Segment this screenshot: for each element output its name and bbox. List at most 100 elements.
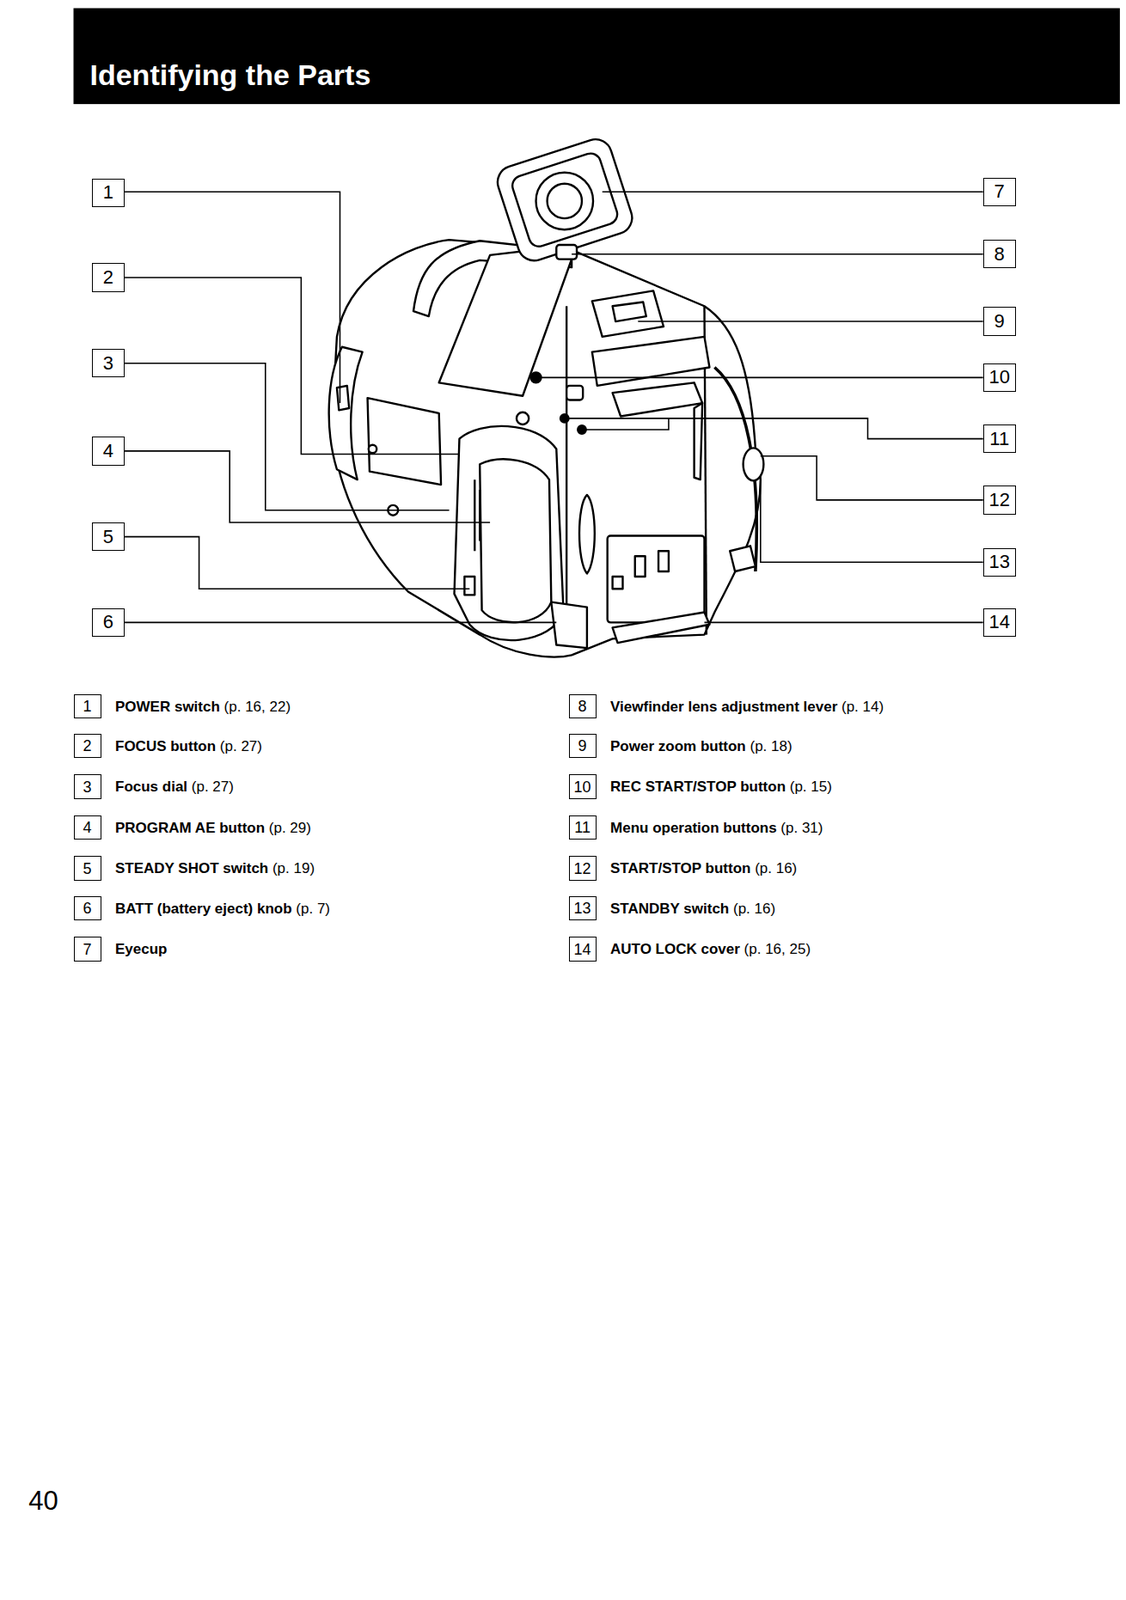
part-name: Viewfinder lens adjustment lever (p. 14) xyxy=(610,695,884,721)
callout-number: 4 xyxy=(103,441,114,461)
callout-number: 8 xyxy=(578,698,588,715)
leader-lines xyxy=(124,191,984,623)
part-name: BATT (battery eject) knob (p. 7) xyxy=(115,897,331,923)
callout-number: 3 xyxy=(103,354,114,374)
part-list-item: 10REC START/STOP button (p. 15) xyxy=(569,774,597,800)
callout-number: 7 xyxy=(994,182,1005,202)
title-band xyxy=(73,8,1120,105)
part-list-item: 14AUTO LOCK cover (p. 16, 25) xyxy=(569,936,597,962)
part-name-bold: AUTO LOCK cover xyxy=(610,941,741,958)
callout-number: 1 xyxy=(83,698,92,715)
callout-box: 10 xyxy=(983,363,1016,392)
page-reference: (p. 29) xyxy=(264,820,312,837)
camcorder-body xyxy=(329,134,765,657)
part-name-bold: STANDBY switch xyxy=(610,900,729,918)
part-list-item: 12START/STOP button (p. 16) xyxy=(569,856,597,882)
callout-number: 8 xyxy=(994,244,1005,264)
page-reference: (p. 7) xyxy=(292,900,331,918)
part-list-item: 8Viewfinder lens adjustment lever (p. 14… xyxy=(569,694,597,720)
callout-box: 14 xyxy=(983,608,1016,637)
callout-box: 13 xyxy=(983,548,1016,577)
part-name: START/STOP button (p. 16) xyxy=(610,856,797,882)
part-name-bold: POWER switch xyxy=(115,698,221,716)
callout-number: 3 xyxy=(83,779,92,796)
page-reference: (p. 16) xyxy=(728,900,776,918)
part-list-item: 2FOCUS button (p. 27) xyxy=(73,734,102,759)
part-name-bold: REC START/STOP button xyxy=(610,778,786,796)
page-reference: (p. 31) xyxy=(777,820,824,837)
callout-box: 8 xyxy=(983,239,1016,269)
callout-box: 9 xyxy=(983,306,1016,336)
callout-box: 2 xyxy=(91,263,125,292)
part-name-bold: STEADY SHOT switch xyxy=(115,860,269,877)
callout-number: 2 xyxy=(103,268,114,288)
callout-box: 6 xyxy=(91,608,125,637)
callout-number: 12 xyxy=(988,490,1010,510)
part-list-item: 7Eyecup xyxy=(73,936,102,962)
part-list-item: 4PROGRAM AE button (p. 29) xyxy=(73,815,102,841)
part-name-bold: Menu operation buttons xyxy=(610,820,778,837)
callout-number: 10 xyxy=(988,367,1010,387)
page-reference: (p. 27) xyxy=(215,738,263,755)
part-name: STEADY SHOT switch (p. 19) xyxy=(115,856,315,882)
callout-number: 12 xyxy=(574,861,592,877)
part-name-bold: BATT (battery eject) knob xyxy=(115,900,293,918)
callout-number: 2 xyxy=(83,738,92,754)
part-name-bold: START/STOP button xyxy=(610,860,751,877)
part-list-item: 6BATT (battery eject) knob (p. 7) xyxy=(73,896,102,922)
callout-number: 6 xyxy=(103,612,114,632)
callout-number: 13 xyxy=(988,552,1010,572)
part-name: STANDBY switch (p. 16) xyxy=(610,897,776,923)
callout-box: 11 xyxy=(983,424,1016,453)
callout-number: 10 xyxy=(574,779,592,796)
part-name: REC START/STOP button (p. 15) xyxy=(610,775,833,801)
callout-box: 4 xyxy=(91,436,125,466)
part-name-bold: PROGRAM AE button xyxy=(115,820,265,837)
part-name: PROGRAM AE button (p. 29) xyxy=(115,816,312,842)
part-name: AUTO LOCK cover (p. 16, 25) xyxy=(610,937,811,963)
callout-number: 1 xyxy=(103,183,114,202)
page-reference: (p. 14) xyxy=(837,698,884,716)
callout-number: 6 xyxy=(83,900,92,917)
callout-number: 11 xyxy=(989,429,1010,449)
callout-number: 14 xyxy=(988,612,1010,632)
part-name-bold: Viewfinder lens adjustment lever xyxy=(610,698,838,716)
callout-box: 3 xyxy=(91,348,125,378)
callout-box: 5 xyxy=(91,522,125,551)
page-reference: (p. 16, 22) xyxy=(220,698,291,716)
page-title: Identifying the Parts xyxy=(90,50,372,100)
part-list-item: 13STANDBY switch (p. 16) xyxy=(569,896,597,922)
callout-number: 7 xyxy=(83,942,92,958)
part-name-bold: Focus dial xyxy=(115,778,188,796)
callout-number: 11 xyxy=(574,820,591,836)
part-name: Menu operation buttons (p. 31) xyxy=(610,816,823,842)
part-name-bold: FOCUS button xyxy=(115,738,216,755)
callout-number: 9 xyxy=(994,312,1005,331)
callout-number: 13 xyxy=(574,900,592,917)
part-list-item: 11Menu operation buttons (p. 31) xyxy=(569,815,597,841)
part-name: FOCUS button (p. 27) xyxy=(115,734,263,760)
page-reference: (p. 18) xyxy=(746,738,793,755)
page-reference: (p. 27) xyxy=(187,778,234,796)
callout-box: 1 xyxy=(91,178,125,208)
page-reference: (p. 16) xyxy=(750,860,797,877)
part-name-bold: Eyecup xyxy=(115,941,167,958)
page-reference: (p. 16, 25) xyxy=(740,941,811,958)
part-name: Power zoom button (p. 18) xyxy=(610,734,793,760)
part-name: Eyecup xyxy=(115,937,167,963)
callout-number: 5 xyxy=(103,527,114,547)
part-list-item: 3Focus dial (p. 27) xyxy=(73,774,102,800)
page-number: 40 xyxy=(28,1486,58,1518)
part-list-item: 9Power zoom button (p. 18) xyxy=(569,734,597,759)
page-reference: (p. 15) xyxy=(785,778,833,796)
callout-number: 14 xyxy=(574,942,592,958)
page-reference: (p. 19) xyxy=(268,860,315,877)
callout-box: 7 xyxy=(983,177,1016,207)
part-name-bold: Power zoom button xyxy=(610,738,747,755)
callout-number: 4 xyxy=(83,820,92,836)
callout-number: 5 xyxy=(83,861,92,877)
part-name: POWER switch (p. 16, 22) xyxy=(115,695,291,721)
part-name: Focus dial (p. 27) xyxy=(115,775,234,801)
